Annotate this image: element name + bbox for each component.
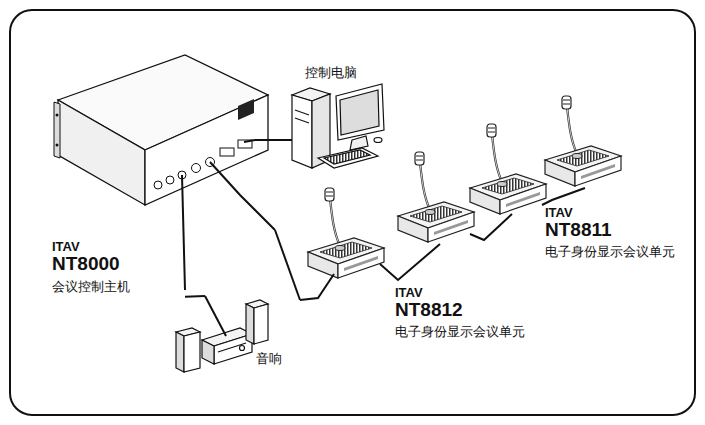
- sound-system: 音响: [168, 296, 292, 380]
- cable: [185, 296, 205, 298]
- device-caption: 音响: [256, 352, 282, 366]
- brand-name: ITAV: [52, 240, 80, 254]
- cable-line: [275, 230, 300, 300]
- cable: [275, 140, 285, 141]
- cable: [275, 230, 300, 300]
- model-number: NT8811: [545, 220, 612, 241]
- cable-line: [185, 295, 205, 298]
- conference-unit: ITAVNT8811 电子身份显示会议单元: [540, 88, 690, 270]
- control-computer: 控制电脑: [285, 62, 392, 172]
- conference-unit: ITAVNT8812 电子身份显示会议单元: [300, 180, 548, 345]
- model-number: NT8000: [52, 254, 120, 275]
- brand-name: ITAV: [395, 286, 423, 300]
- cable-line: [275, 139, 285, 141]
- device-caption: 电子身份显示会议单元: [395, 325, 525, 339]
- device-caption: 控制电脑: [305, 66, 357, 80]
- device-caption: 电子身份显示会议单元: [545, 245, 675, 259]
- device-caption: 会议控制主机: [52, 280, 130, 294]
- control-host: ITAVNT8000 会议控制主机: [48, 50, 275, 297]
- brand-name: ITAV: [545, 206, 573, 220]
- model-number: NT8812: [395, 300, 463, 321]
